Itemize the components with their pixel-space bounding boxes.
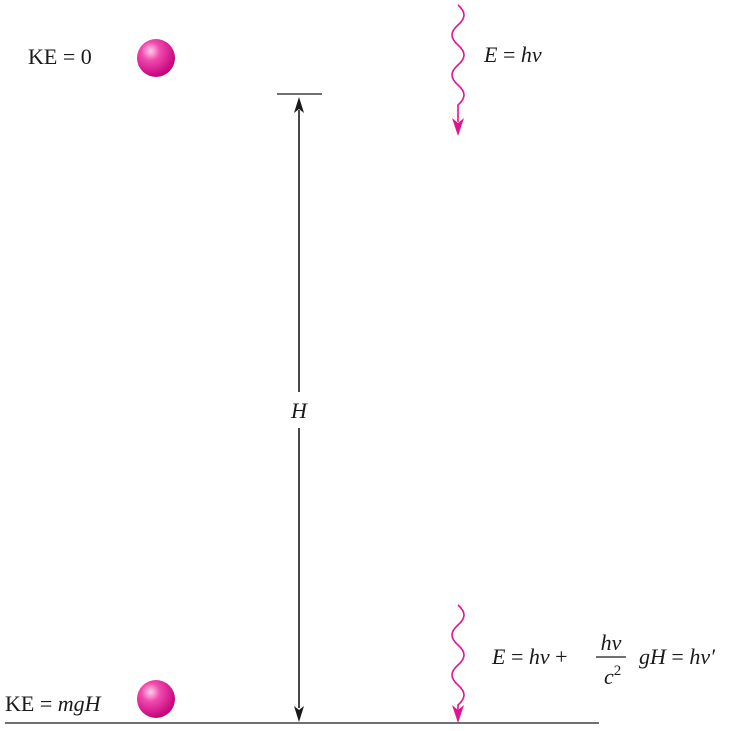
bottom-kinetic-energy-label: KE = mgH	[5, 691, 102, 716]
bottom-photon-wave	[451, 604, 465, 710]
svg-text:E = hv +: E = hv +	[491, 644, 568, 669]
height-arrowhead-down	[294, 706, 304, 722]
svg-text:gH = hv′: gH = hv′	[639, 644, 716, 669]
fraction-numerator: hv	[601, 630, 622, 655]
bottom-photon-arrowhead	[452, 705, 464, 723]
bottom-photon-energy-equation: E = hv + hv c2 gH = hv′	[491, 630, 716, 689]
top-photon-wave	[451, 4, 465, 122]
height-arrowhead-up	[294, 97, 304, 113]
top-particle	[137, 39, 175, 77]
top-photon-arrowhead	[452, 118, 464, 136]
bottom-particle	[137, 680, 175, 718]
height-label: H	[290, 398, 308, 423]
top-kinetic-energy-label: KE = 0	[28, 44, 92, 69]
top-photon-energy-label: E = hv	[483, 42, 542, 67]
fraction-denominator: c2	[604, 663, 621, 689]
